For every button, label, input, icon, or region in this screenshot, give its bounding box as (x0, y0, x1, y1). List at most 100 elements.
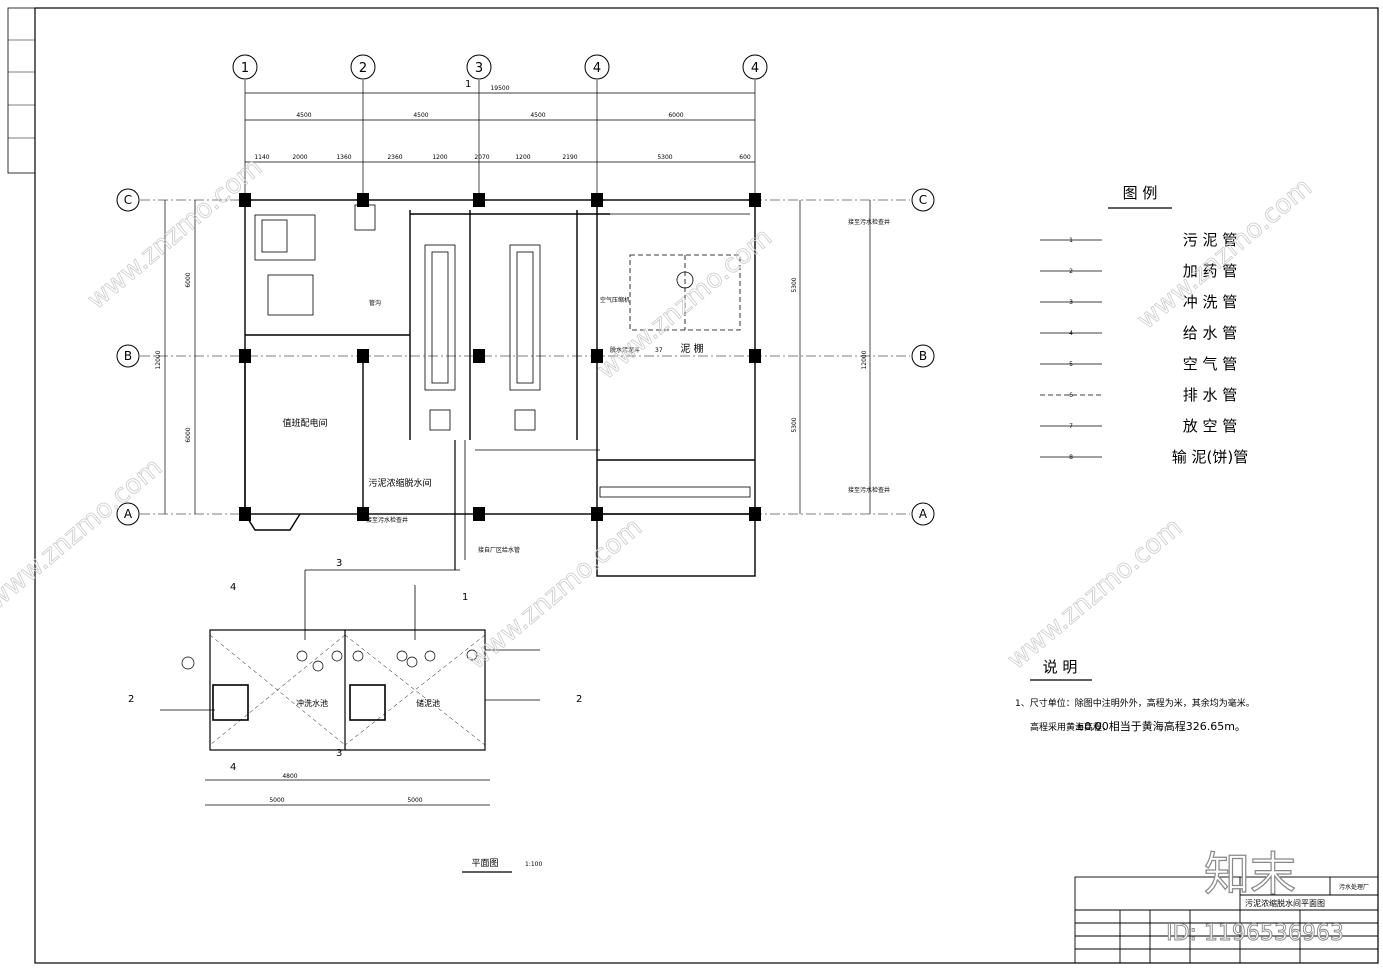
svg-text:A: A (919, 507, 928, 521)
legend-item-label: 给 水 管 (1183, 324, 1238, 342)
top-dim: 4500 (530, 112, 545, 119)
watermark-id: ID: 1196536963 (1166, 921, 1344, 946)
column (591, 507, 603, 521)
svg-text:4: 4 (230, 762, 236, 773)
column (749, 507, 761, 521)
svg-text:B: B (124, 349, 132, 363)
drawing-frame (34, 7, 1379, 964)
svg-text:2: 2 (128, 694, 134, 705)
column (591, 193, 603, 207)
svg-text:B: B (919, 349, 927, 363)
building-walls (244, 199, 756, 577)
sub-dim: 2190 (562, 154, 577, 161)
svg-text:C: C (919, 193, 927, 207)
watermark-site-5: www.znzmo.com (462, 512, 648, 675)
sub-dim: 600 (739, 154, 751, 161)
column (473, 507, 485, 521)
legend-item-label: 放 空 管 (1183, 417, 1238, 435)
side-dim-right-1: 5300 (791, 277, 798, 292)
overall-dimension: 19500 (490, 85, 509, 92)
side-dim-left-1: 6000 (185, 272, 192, 287)
column (239, 349, 251, 363)
lower-plan (160, 569, 540, 751)
svg-text:2: 2 (359, 61, 367, 76)
legend-item-label: 加 药 管 (1183, 262, 1238, 280)
svg-text:C: C (124, 193, 132, 207)
title-block-project: 污水处理厂 (1339, 883, 1369, 891)
sub-dim: 5300 (657, 154, 672, 161)
axis-bubble-left: C (116, 188, 140, 212)
room-shed: 泥 棚 (680, 342, 703, 355)
room-store: 储泥池 (416, 698, 440, 708)
column (749, 349, 761, 363)
legend-item-number: 2 (1069, 268, 1073, 275)
column (357, 507, 369, 521)
column (473, 349, 485, 363)
sub-dim: 1200 (515, 154, 530, 161)
sub-dim: 2000 (292, 154, 307, 161)
plan-scale: 1:100 (525, 861, 542, 868)
label-sludge-tank: 脱水污泥斗 (610, 346, 640, 354)
axis-bubble-right: B (911, 344, 935, 368)
top-dimensions (244, 80, 756, 200)
plan-title: 平面图 (471, 858, 498, 869)
svg-text:3: 3 (336, 558, 342, 569)
column (357, 349, 369, 363)
sub-dim: 2070 (474, 154, 489, 161)
legend-item: 2 加 药 管 (1040, 262, 1237, 280)
svg-text:1: 1 (462, 592, 468, 603)
lower-dim-2: 5000 (269, 797, 284, 804)
columns (239, 193, 761, 521)
watermark-brand: 知末 (1204, 847, 1296, 901)
side-dimensions (164, 200, 871, 514)
column (239, 193, 251, 207)
side-dim-left-2: 6000 (185, 427, 192, 442)
label-to-sewer-1: 接至污水检查井 (848, 218, 890, 226)
side-total-left: 12000 (155, 350, 162, 369)
label-to-sewer-3: 接至污水检查井 (366, 516, 408, 524)
legend-item-number: 7 (1069, 423, 1073, 430)
svg-text:1: 1 (241, 61, 249, 76)
room-duty: 值班配电间 (282, 417, 327, 429)
label-to-sewer-2: 接至污水检查井 (848, 486, 890, 494)
sub-dim: 2360 (387, 154, 402, 161)
axis-bubble-left: B (116, 344, 140, 368)
room-dewater: 污泥浓缩脱水间 (368, 477, 431, 489)
lower-dim-3: 5000 (407, 797, 422, 804)
svg-text:3: 3 (336, 748, 342, 759)
svg-text:3: 3 (475, 61, 483, 76)
legend-item-number: 1 (1069, 237, 1073, 244)
legend-item: 7 放 空 管 (1040, 417, 1237, 435)
svg-text:1: 1 (465, 79, 471, 90)
notes-title: 说 明 (1043, 658, 1078, 676)
notes-line-2-prefix: 高程采用黄海高程， (1030, 721, 1111, 733)
watermark-site-6: www.znzmo.com (1002, 512, 1188, 675)
legend-item-label: 冲 洗 管 (1183, 293, 1238, 311)
sub-dim: 1200 (432, 154, 447, 161)
axis-bubble-left: A (116, 502, 140, 526)
section-marks: 1 1 2 2 3 3 4 4 (128, 79, 582, 773)
axis-bubble-right: C (911, 188, 935, 212)
axis-bubble-top: 2 (350, 54, 376, 80)
legend-item-number: 4 (1069, 330, 1073, 337)
label-pipe-ditch: 管沟 (369, 299, 381, 307)
equipment (254, 204, 751, 570)
watermark-site-4: www.znzmo.com (0, 452, 168, 615)
axis-bubble-top: 1 (232, 54, 258, 80)
notes-line-1: 1、尺寸单位：除图中注明外外，高程为米，其余均为毫米。 (1015, 697, 1255, 709)
column (357, 193, 369, 207)
top-dim: 4500 (296, 112, 311, 119)
axis-bubble-top: 4 (584, 54, 610, 80)
legend-item-number: 5 (1069, 361, 1073, 368)
label-air: 空气压缩机 (600, 296, 630, 304)
column (473, 193, 485, 207)
title-block-name: 污泥浓缩脱水间平面图 (1245, 898, 1325, 908)
svg-text:A: A (124, 507, 133, 521)
legend-item-label: 空 气 管 (1183, 355, 1238, 373)
grid-lines (140, 199, 910, 515)
sub-dim: 1140 (254, 154, 269, 161)
